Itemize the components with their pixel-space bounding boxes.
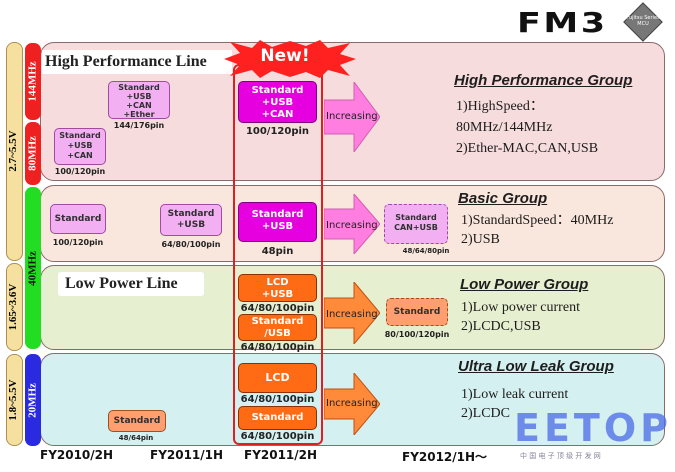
pins-basic-standard: 100/120pin <box>52 238 104 247</box>
voltage-bar-bottom <box>6 354 23 446</box>
timeline-fy2010-2h: FY2010/2H <box>40 448 114 462</box>
product-hp-standard-usb-can: Standard +USB +CAN <box>54 128 106 165</box>
increasing-label-ultra: Increasing <box>326 398 378 409</box>
voltage-bar-top <box>6 42 23 261</box>
timeline-fy2011-2h: FY2011/2H <box>244 448 318 462</box>
fm3-logo-text: FM3 <box>517 6 608 39</box>
fujitsu-badge-text: Fujitsu Series MCU <box>626 15 660 27</box>
pins-ul-standard: 48/64pin <box>118 434 154 442</box>
product-hp-new: Standard +USB +CAN <box>238 81 317 123</box>
product-lp-standard-usb: Standard /USB <box>238 314 317 341</box>
timeline-fy2011-1h: FY2011/1H <box>150 448 224 462</box>
freq-label-40mhz: 40MHz <box>26 251 39 286</box>
increasing-label-basic: Increasing <box>326 220 378 231</box>
pins-basic-new: 48pin <box>261 246 294 257</box>
voltage-label-1.65-3.6: 1.65~3.6V <box>7 283 19 331</box>
product-basic-future: Standard CAN+USB <box>384 204 448 244</box>
voltage-bar-mid <box>6 263 23 351</box>
product-basic-new: Standard +USB <box>238 202 317 242</box>
new-starburst-shape <box>224 40 356 78</box>
high-performance-line-title: High Performance Line <box>42 50 232 74</box>
freq-bar-40mhz <box>25 187 41 349</box>
pins-hp-new: 100/120pin <box>245 126 310 137</box>
increasing-label-high: Increasing <box>326 111 378 122</box>
pins-lp-standard-usb: 64/80/100pin <box>240 342 315 353</box>
product-hp-standard-usb-can-ether: Standard +USB +CAN +Ether <box>108 81 170 119</box>
freq-bar-20mhz <box>25 354 41 446</box>
product-lp-lcd-usb: LCD +USB <box>238 274 317 302</box>
freq-bar-80mhz <box>25 122 41 185</box>
group-title-high: High Performance Group <box>454 72 633 89</box>
eetop-watermark: EETOP 中 国 电 子 顶 级 开 发 网 <box>510 406 668 462</box>
pins-basic-future: 48/64/80pin <box>402 247 450 255</box>
freq-label-80mhz: 80MHz <box>26 136 39 171</box>
pins-hp-standard-usb-can-ether: 144/176pin <box>113 121 165 130</box>
group-feature-high-1: 1)HighSpeed： <box>456 99 544 114</box>
increasing-arrow-ultra <box>324 373 380 435</box>
eetop-watermark-subtitle: 中 国 电 子 顶 级 开 发 网 <box>520 452 601 460</box>
increasing-arrow-high <box>324 82 380 152</box>
voltage-label-1.8-5.5: 1.8~5.5V <box>7 379 19 421</box>
eetop-watermark-text: EETOP <box>514 406 672 450</box>
product-basic-standard-usb: Standard +USB <box>160 204 222 236</box>
product-lp-future: Standard <box>386 298 448 326</box>
group-feature-ultra-1: 1)Low leak current <box>461 387 569 402</box>
pins-ul-standard-new: 64/80/100pin <box>240 431 315 442</box>
increasing-arrow-basic <box>324 194 380 254</box>
pins-ul-lcd: 64/80/100pin <box>240 394 315 405</box>
group-feature-ultra-2: 2)LCDC <box>461 406 510 421</box>
product-ul-standard-new: Standard <box>238 406 317 430</box>
group-feature-low-2: 2)LCDC,USB <box>461 319 541 334</box>
group-title-ultra: Ultra Low Leak Group <box>458 358 614 375</box>
group-feature-high-3: 2)Ether-MAC,CAN,USB <box>456 141 599 156</box>
pins-basic-standard-usb: 64/80/100pin <box>161 240 221 249</box>
freq-bar-144mhz <box>25 43 41 120</box>
increasing-label-low: Increasing <box>326 309 378 320</box>
product-ul-standard: Standard <box>108 410 166 432</box>
pins-hp-standard-usb-can: 100/120pin <box>54 167 106 176</box>
group-feature-basic-1: 1)StandardSpeed：40MHz <box>461 213 614 228</box>
increasing-arrow-low <box>324 282 380 344</box>
freq-label-144mhz: 144MHz <box>26 61 39 102</box>
product-ul-lcd: LCD <box>238 363 317 393</box>
low-power-line-title: Low Power Line <box>58 272 204 296</box>
timeline-fy2012-1h: FY2012/1H～ <box>402 450 488 464</box>
freq-label-20mhz: 20MHz <box>26 383 39 418</box>
group-feature-high-2: 80MHz/144MHz <box>456 120 553 135</box>
fm3-logo: FM3 Fujitsu Series MCU <box>517 2 667 42</box>
pins-lp-lcd-usb: 64/80/100pin <box>240 303 315 314</box>
new-starburst <box>224 40 356 78</box>
product-basic-standard: Standard <box>50 204 106 234</box>
voltage-label-2.7-5.5: 2.7~5.5V <box>7 130 19 172</box>
new-label: New! <box>260 46 310 66</box>
group-title-low: Low Power Group <box>460 276 589 293</box>
pins-lp-future: 80/100/120pin <box>384 330 450 339</box>
group-feature-low-1: 1)Low power current <box>461 300 580 315</box>
group-feature-basic-2: 2)USB <box>461 232 500 247</box>
group-title-basic: Basic Group <box>458 190 548 207</box>
